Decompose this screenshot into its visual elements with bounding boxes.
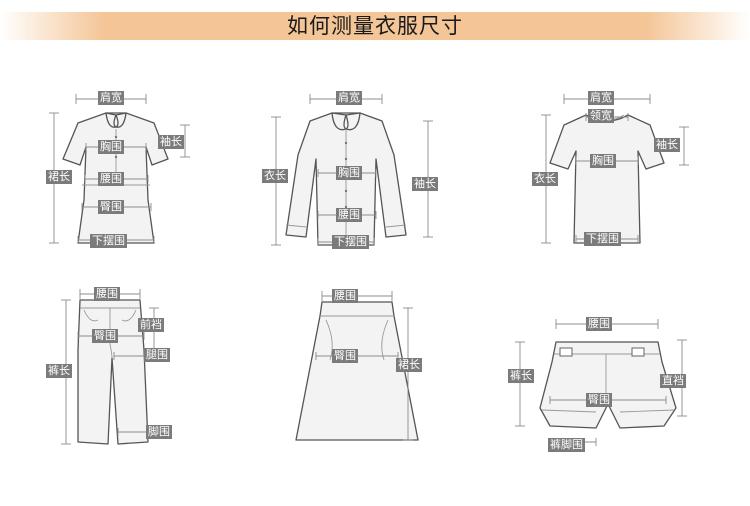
dress-hem-label: 下摆围 [90,234,127,248]
dress-hip-label: 臀围 [98,200,124,214]
dress-shoulder-label: 肩宽 [98,91,124,105]
pants-front-rise-label: 前裆 [138,318,164,332]
shorts-panel: 腰围 裤长 直裆 臀围 裤脚围 [500,300,696,468]
shorts-rise-label: 直裆 [660,374,686,388]
shirt-sleeve-label: 袖长 [412,177,438,191]
pants-length-label: 裤长 [46,364,72,378]
pants-waist-label: 腰围 [94,287,120,301]
shorts-length-label: 裤长 [508,369,534,383]
tshirt-shoulder-label: 肩宽 [588,91,614,105]
pants-thigh-label: 腿围 [144,348,170,362]
page-title: 如何测量衣服尺寸 [287,14,463,38]
tshirt-panel: 肩宽 领宽 袖长 衣长 胸围 下摆围 [520,85,716,253]
shirt-waist-label: 腰围 [336,208,362,222]
shorts-leg-opening-label: 裤脚围 [548,438,585,452]
shirt-hem-label: 下摆围 [332,235,369,249]
tshirt-collar-label: 领宽 [588,109,614,123]
pants-panel: 腰围 前裆 臀围 腿围 裤长 脚围 [30,280,226,448]
dress-waist-label: 腰围 [98,172,124,186]
pants-hip-label: 臀围 [92,329,118,343]
skirt-waist-label: 腰围 [332,289,358,303]
tshirt-sleeve-label: 袖长 [654,138,680,152]
skirt-hip-label: 臀围 [332,349,358,363]
tshirt-hem-label: 下摆围 [584,232,621,246]
shorts-waist-label: 腰围 [586,317,612,331]
shirt-shoulder-label: 肩宽 [336,91,362,105]
shorts-illustration [515,319,687,446]
shirt-chest-label: 胸围 [336,166,362,180]
shirt-panel: 肩宽 衣长 胸围 袖长 腰围 下摆围 [260,85,456,253]
skirt-panel: 腰围 臀围 裙长 [270,280,466,448]
skirt-illustration [295,291,419,441]
tshirt-illustration [541,94,689,244]
shorts-hip-label: 臀围 [586,393,612,407]
dress-panel: 肩宽 袖长 胸围 裙长 腰围 臀围 下摆围 [30,85,226,253]
dress-length-label: 裙长 [46,170,72,184]
pants-ankle-label: 脚围 [146,425,172,439]
tshirt-chest-label: 胸围 [590,154,616,168]
shirt-length-label: 衣长 [262,169,288,183]
title-banner: 如何测量衣服尺寸 [0,12,750,40]
skirt-length-label: 裙长 [396,358,422,372]
dress-sleeve-label: 袖长 [158,135,184,149]
dress-illustration [49,94,190,244]
tshirt-length-label: 衣长 [532,172,558,186]
dress-chest-label: 胸围 [98,140,124,154]
